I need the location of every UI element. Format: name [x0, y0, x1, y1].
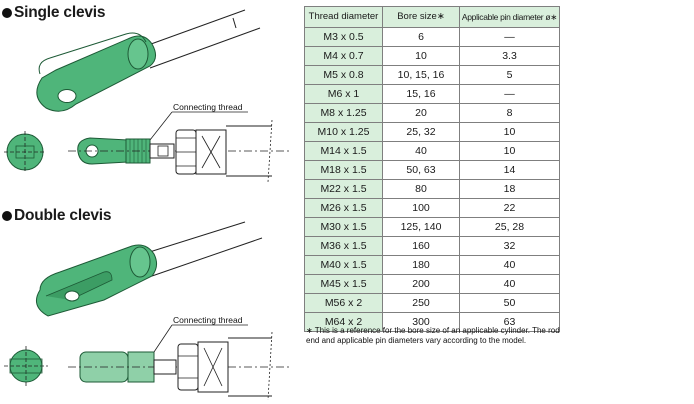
bullet-icon [2, 211, 12, 221]
cell-thread-diameter: M40 x 1.5 [304, 255, 383, 275]
double-clevis-side-view [68, 331, 290, 401]
cell-pin-diameter: 40 [459, 255, 560, 275]
cell-pin-diameter: 5 [459, 65, 560, 85]
cell-bore-size: 50, 63 [382, 160, 460, 180]
cell-pin-diameter: — [459, 27, 560, 47]
cell-thread-diameter: M30 x 1.5 [304, 217, 383, 237]
cell-thread-diameter: M45 x 1.5 [304, 274, 383, 294]
cell-thread-diameter: M18 x 1.5 [304, 160, 383, 180]
cell-pin-diameter: — [459, 84, 560, 104]
header-bore-size: Bore size∗ [382, 6, 460, 28]
cell-pin-diameter: 50 [459, 293, 560, 313]
clevis-spec-table: Thread diameter Bore size∗ Applicable pi… [304, 6, 560, 332]
cell-thread-diameter: M36 x 1.5 [304, 236, 383, 256]
single-clevis-side-view [68, 119, 290, 183]
cell-thread-diameter: M8 x 1.25 [304, 103, 383, 123]
double-clevis-end-view [4, 346, 48, 386]
single-clevis-heading: Single clevis [2, 4, 106, 22]
cell-bore-size: 25, 32 [382, 122, 460, 142]
cell-bore-size: 300 [382, 312, 460, 332]
cell-pin-diameter: 40 [459, 274, 560, 294]
cell-bore-size: 80 [382, 179, 460, 199]
cell-pin-diameter: 10 [459, 141, 560, 161]
cell-pin-diameter: 18 [459, 179, 560, 199]
cell-thread-diameter: M22 x 1.5 [304, 179, 383, 199]
cell-pin-diameter: 8 [459, 103, 560, 123]
cell-thread-diameter: M56 x 2 [304, 293, 383, 313]
cell-thread-diameter: M5 x 0.8 [304, 65, 383, 85]
cell-pin-diameter: 14 [459, 160, 560, 180]
cell-bore-size: 100 [382, 198, 460, 218]
cell-thread-diameter: M14 x 1.5 [304, 141, 383, 161]
cell-bore-size: 10 [382, 46, 460, 66]
double-clevis-title: Double clevis [14, 207, 112, 224]
header-thread-diameter: Thread diameter [304, 6, 383, 28]
single-clevis-illustration [4, 9, 290, 183]
header-pin-diameter: Applicable pin diameter ø∗ [459, 6, 560, 28]
cell-pin-diameter: 3.3 [459, 46, 560, 66]
footnote: ∗ This is a reference for the bore size … [306, 326, 560, 345]
double-clevis-3d-body [35, 244, 158, 317]
cell-bore-size: 180 [382, 255, 460, 275]
cell-bore-size: 20 [382, 103, 460, 123]
cell-bore-size: 6 [382, 27, 460, 47]
single-clevis-title: Single clevis [14, 4, 106, 21]
cell-thread-diameter: M3 x 0.5 [304, 27, 383, 47]
double-connecting-thread-label: Connecting thread [173, 315, 243, 325]
cell-bore-size: 15, 16 [382, 84, 460, 104]
table-header-row: Thread diameter Bore size∗ Applicable pi… [304, 6, 560, 28]
cell-bore-size: 40 [382, 141, 460, 161]
cell-thread-diameter: M64 x 2 [304, 312, 383, 332]
cell-pin-diameter: 22 [459, 198, 560, 218]
cell-bore-size: 125, 140 [382, 217, 460, 237]
cell-bore-size: 10, 15, 16 [382, 65, 460, 85]
cell-thread-diameter: M26 x 1.5 [304, 198, 383, 218]
double-clevis-heading: Double clevis [2, 207, 112, 225]
single-connecting-thread-label: Connecting thread [173, 102, 243, 112]
cell-pin-diameter: 25, 28 [459, 217, 560, 237]
bullet-icon [2, 8, 12, 18]
single-clevis-end-view [4, 131, 46, 173]
cell-pin-diameter: 10 [459, 122, 560, 142]
cell-thread-diameter: M10 x 1.25 [304, 122, 383, 142]
cell-bore-size: 160 [382, 236, 460, 256]
single-clevis-3d-body [36, 32, 156, 112]
double-clevis-illustration [4, 221, 290, 401]
cell-bore-size: 200 [382, 274, 460, 294]
cell-thread-diameter: M4 x 0.7 [304, 46, 383, 66]
cell-bore-size: 250 [382, 293, 460, 313]
cell-pin-diameter: 63 [459, 312, 560, 332]
cell-pin-diameter: 32 [459, 236, 560, 256]
cell-thread-diameter: M6 x 1 [304, 84, 383, 104]
